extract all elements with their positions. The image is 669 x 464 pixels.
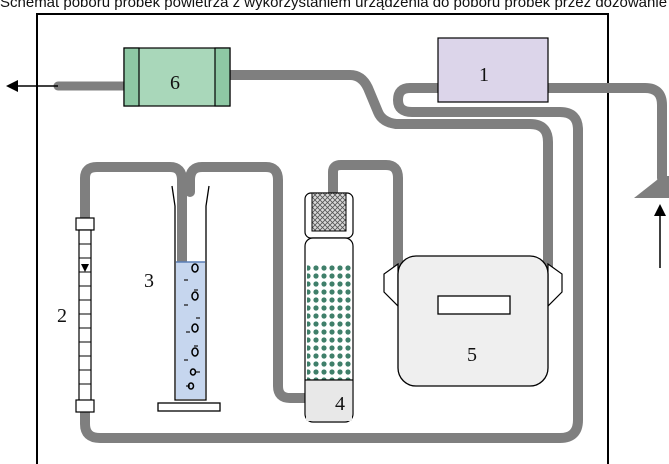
label-5: 5 [467,344,477,366]
component-4-adsorber: 4 [304,192,354,423]
float-marker-icon [81,264,89,272]
diagram-caption: Schemat poboru próbek powietrza z wykorz… [0,0,669,11]
label-6: 6 [170,72,180,94]
label-4: 4 [335,393,345,415]
component-1: 1 [437,37,549,103]
inlet-funnel [634,176,669,198]
label-2: 2 [57,305,67,327]
component-5-pump: 5 [383,255,563,387]
component-3-cylinder: 3 [144,185,221,412]
component-2-flowmeter: 2 [57,217,95,413]
component-6: 6 [123,47,231,107]
label-1: 1 [479,64,489,86]
inlet-arrow [654,204,666,268]
outlet-arrow [6,80,58,92]
tubing [53,70,667,443]
enclosure-frame [36,13,609,464]
label-3: 3 [144,270,154,292]
